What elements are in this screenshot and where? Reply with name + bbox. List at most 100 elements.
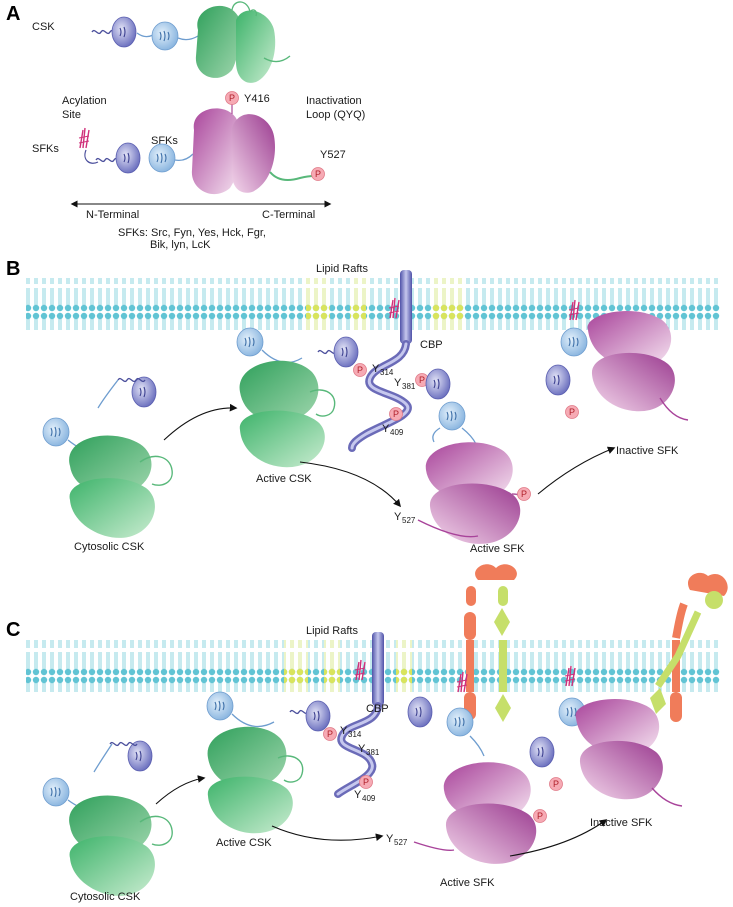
c-y409-p: P (363, 777, 369, 787)
b-isfk-sh2-domain (545, 364, 571, 396)
c-active-sfk-label: Active SFK (440, 877, 495, 889)
c-terminal-label: C-Terminal (262, 209, 315, 221)
c-asfk-sh2-domain (407, 696, 433, 728)
panel-c-letter: C (6, 619, 20, 641)
sfks-domain-label: SFKs (151, 135, 178, 147)
sfk-list-line1: SFKs: Src, Fyn, Yes, Hck, Fgr, (118, 227, 266, 239)
sfk-kinase-n-lobe (191, 108, 241, 195)
panel-b-raft-2 (350, 278, 366, 330)
b-arrow-active-to-inactive (537, 446, 616, 495)
csk-sh2-domain (111, 16, 137, 48)
sfk-kinase-c-lobe (231, 114, 276, 193)
b-y381-num: 381 (402, 382, 416, 391)
c-cyto-sh2-domain (127, 740, 153, 772)
y416-p-text: P (229, 93, 235, 103)
inactivation-line2: Loop (QYQ) (306, 109, 365, 121)
sfk-list-line2: Bik, lyn, LcK (150, 239, 211, 251)
b-active-sh2-domain (333, 336, 359, 368)
panel-b-cytosolic-csk: Cytosolic CSK (42, 376, 173, 553)
b-asfk-sh3-domain (438, 401, 466, 431)
panel-a: A CSK Acylation Site SFKs SFKs Inactivat… (6, 1, 365, 251)
c-y381-num: 381 (366, 748, 380, 757)
panel-c-active-sfk: P Y 527 Active SFK (386, 671, 547, 889)
c-asfk-sh3-domain (446, 707, 474, 737)
b-y381-y: Y (394, 377, 402, 389)
acylation-icon (78, 127, 90, 149)
panel-c-receptor-2 (650, 572, 728, 722)
b-asfk-sh2-domain (425, 368, 451, 400)
panel-c-raft-3 (396, 640, 412, 692)
panel-c-cytosolic-csk: Cytosolic CSK (42, 740, 173, 903)
b-y314-num: 314 (380, 368, 394, 377)
b-arrow-csk-to-sfk (299, 461, 401, 508)
acylation-line1: Acylation (62, 95, 107, 107)
sfk-sh2-domain (115, 142, 141, 174)
c-y381-y: Y (358, 743, 366, 755)
panel-c-cbp-label: CBP (366, 703, 389, 715)
acylation-line2: Site (62, 109, 81, 121)
panel-a-letter: A (6, 3, 20, 25)
b-isfk-p: P (569, 407, 575, 417)
csk-schematic (91, 1, 291, 83)
b-isfk-sh3-domain (560, 327, 588, 357)
inactivation-line1: Inactivation (306, 95, 362, 107)
b-inactive-sfk-label: Inactive SFK (616, 445, 679, 457)
panel-b-raft-1 (306, 278, 330, 330)
c-isfk-p: P (553, 779, 559, 789)
c-cyto-sh3-domain (42, 777, 70, 807)
panel-b-letter: B (6, 258, 20, 280)
c-arrow-csk-to-sfk (271, 825, 384, 841)
b-cytosolic-csk-label: Cytosolic CSK (74, 541, 145, 553)
b-active-sh3-domain (236, 327, 264, 357)
y416-label: Y416 (244, 93, 270, 105)
c-cytosolic-csk-label: Cytosolic CSK (70, 891, 141, 903)
b-asfk-p: P (521, 489, 527, 499)
panel-c-raft-1 (284, 640, 308, 692)
c-active-sh2-domain (305, 700, 331, 732)
n-terminal-label: N-Terminal (86, 209, 139, 221)
csk-kinase-n-lobe (195, 5, 240, 78)
panel-c-lipid-rafts: Lipid Rafts (306, 625, 358, 637)
b-active-csk-label: Active CSK (256, 473, 312, 485)
c-y409-num: 409 (362, 794, 376, 803)
b-arrow-cyto-to-active (163, 403, 238, 441)
panel-c: C Lipid Rafts (6, 564, 728, 903)
sfk-schematic: P Y416 P Y527 (78, 91, 346, 195)
panel-b-cbp: CBP (348, 270, 443, 452)
y527-p-text: P (315, 169, 321, 179)
c-active-csk-label: Active CSK (216, 837, 272, 849)
b-y314-p: P (357, 365, 363, 375)
sfks-row-label: SFKs (32, 143, 59, 155)
c-arrow-cyto-to-active (155, 775, 206, 805)
b-cyto-sh3-domain (42, 417, 70, 447)
panel-b-active-sfk: P Y 527 Active SFK (394, 368, 531, 555)
b-y409-num: 409 (390, 428, 404, 437)
c-y314-num: 314 (348, 730, 362, 739)
b-y527-num: 527 (402, 516, 416, 525)
b-active-sfk-label: Active SFK (470, 543, 525, 555)
b-y381-p: P (419, 375, 425, 385)
csk-kinase-c-lobe (236, 10, 276, 83)
panel-b-active-csk: P Active CSK (236, 327, 367, 485)
c-inactive-sfk-label: Inactive SFK (590, 817, 653, 829)
csk-label: CSK (32, 21, 55, 33)
b-y314-y: Y (372, 363, 380, 375)
panel-c-inactive-sfk: P Inactive SFK (529, 665, 683, 829)
c-y527-num: 527 (394, 838, 408, 847)
c-y314-y: Y (340, 725, 348, 737)
sfk-sh3-domain (148, 143, 176, 173)
b-y409-y: Y (382, 423, 390, 435)
c-asfk-p: P (537, 811, 543, 821)
c-isfk-sh2-domain (529, 736, 555, 768)
c-y527-y: Y (386, 833, 394, 845)
panel-c-receptor-1 (464, 564, 517, 722)
panel-b: B Lipid Rafts CBP Cytosolic CSK (6, 258, 720, 555)
y527-label: Y527 (320, 149, 346, 161)
panel-c-raft-2 (324, 640, 340, 692)
c-arrow-active-to-inactive (509, 819, 608, 857)
b-y527-y: Y (394, 511, 402, 523)
panel-b-inactive-sfk: P Inactive SFK (545, 299, 689, 457)
c-cyto-helix-icon (109, 741, 138, 747)
c-active-sh3-domain (206, 691, 234, 721)
